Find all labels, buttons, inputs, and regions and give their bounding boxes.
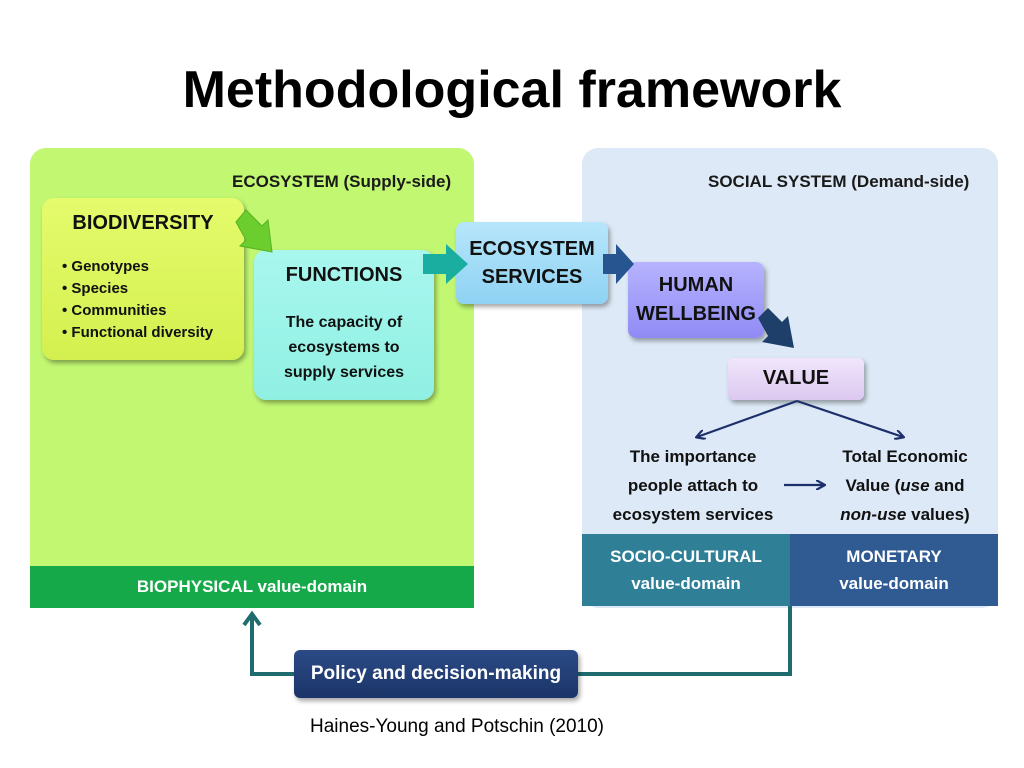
ecosystem-services-line: SERVICES	[481, 266, 583, 288]
importance-line: The importance	[629, 447, 757, 466]
functions-title: FUNCTIONS	[285, 264, 403, 286]
human-wellbeing-label: HUMAN WELLBEING	[628, 271, 764, 329]
human-wellbeing-line: HUMAN	[658, 274, 734, 296]
ecosystem-header: ECOSYSTEM (Supply-side)	[232, 172, 452, 191]
use-italic: use	[900, 476, 930, 495]
list-item: Species	[62, 278, 213, 300]
ecosystem-services-box: ECOSYSTEM SERVICES	[456, 222, 608, 304]
human-wellbeing-line: WELLBEING	[636, 303, 756, 325]
arrow-value-to-economic	[796, 399, 903, 437]
arrow-services-to-wellbeing	[603, 244, 634, 284]
functions-desc-line: The capacity of	[285, 314, 403, 331]
socio-cultural-line: SOCIO-CULTURAL	[610, 547, 762, 566]
arrow-wellbeing-to-value	[758, 308, 794, 348]
socio-cultural-domain-bar: SOCIO-CULTURAL value-domain	[582, 534, 790, 606]
value-label: VALUE	[762, 367, 830, 389]
importance-line: ecosystem services	[612, 505, 774, 524]
economic-text-fragment: values)	[906, 505, 970, 524]
biophysical-domain-bar: BIOPHYSICAL value-domain	[30, 566, 474, 608]
slide-title: Methodological framework	[182, 61, 842, 119]
policy-decision-making-box: Policy and decision-making	[294, 650, 578, 698]
arrow-functions-to-services	[423, 244, 468, 284]
list-item: Genotypes	[62, 256, 213, 278]
economic-line: Value (use and	[826, 471, 984, 500]
economic-value-text: Total Economic Value (use and non-use va…	[826, 442, 984, 529]
socio-cultural-line: value-domain	[631, 574, 741, 593]
social-system-header: SOCIAL SYSTEM (Demand-side)	[708, 172, 970, 191]
functions-description: The capacity of ecosystems to supply ser…	[264, 310, 424, 385]
functions-box: FUNCTIONS The capacity of ecosystems to …	[254, 250, 434, 400]
feedback-loop-right	[578, 606, 792, 676]
importance-text: The importance people attach to ecosyste…	[598, 442, 788, 529]
monetary-line: MONETARY	[846, 547, 942, 566]
biodiversity-list: Genotypes Species Communities Functional…	[62, 256, 213, 344]
human-wellbeing-box: HUMAN WELLBEING	[628, 262, 764, 338]
economic-text-fragment: Value (	[845, 476, 901, 495]
arrow-biodiversity-to-functions	[235, 209, 273, 253]
functions-desc-line: ecosystems to	[288, 339, 400, 356]
monetary-line: value-domain	[839, 574, 949, 593]
ecosystem-services-line: ECOSYSTEM	[469, 238, 595, 260]
value-box: VALUE	[728, 358, 864, 400]
economic-text-fragment: and	[929, 476, 965, 495]
arrow-value-to-importance	[697, 399, 798, 437]
feedback-loop-left	[242, 610, 294, 676]
importance-line: people attach to	[627, 476, 759, 495]
list-item: Communities	[62, 300, 213, 322]
economic-line: non-use values)	[826, 500, 984, 529]
citation: Haines-Young and Potschin (2010)	[310, 716, 604, 737]
ecosystem-services-label: ECOSYSTEM SERVICES	[456, 235, 608, 291]
functions-desc-line: supply services	[283, 364, 405, 381]
economic-line: Total Economic	[842, 447, 968, 466]
biodiversity-box: BIODIVERSITY Genotypes Species Communiti…	[42, 198, 244, 360]
monetary-domain-bar: MONETARY value-domain	[790, 534, 998, 606]
biodiversity-title: BIODIVERSITY	[72, 212, 214, 234]
non-use-italic: non-use	[840, 505, 907, 524]
list-item: Functional diversity	[62, 322, 213, 344]
